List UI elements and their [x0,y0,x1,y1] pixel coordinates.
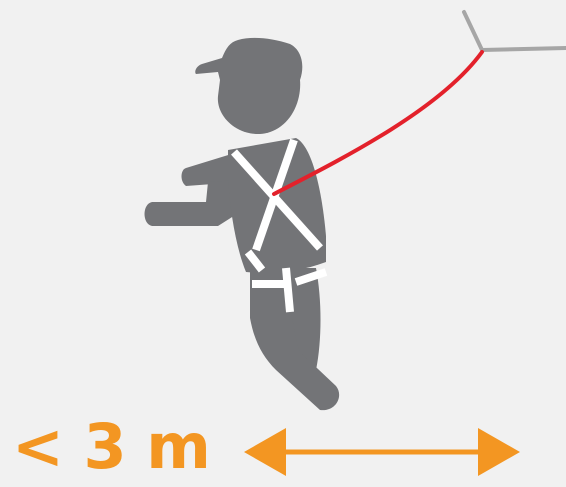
distance-label: < 3 m [12,408,210,486]
anchor-point-icon [464,12,566,50]
head-icon [218,80,300,134]
double-headed-arrow-icon [244,428,520,476]
cap-icon [195,38,302,80]
worker-in-harness-icon [145,38,340,410]
front-arm-icon [145,180,241,226]
